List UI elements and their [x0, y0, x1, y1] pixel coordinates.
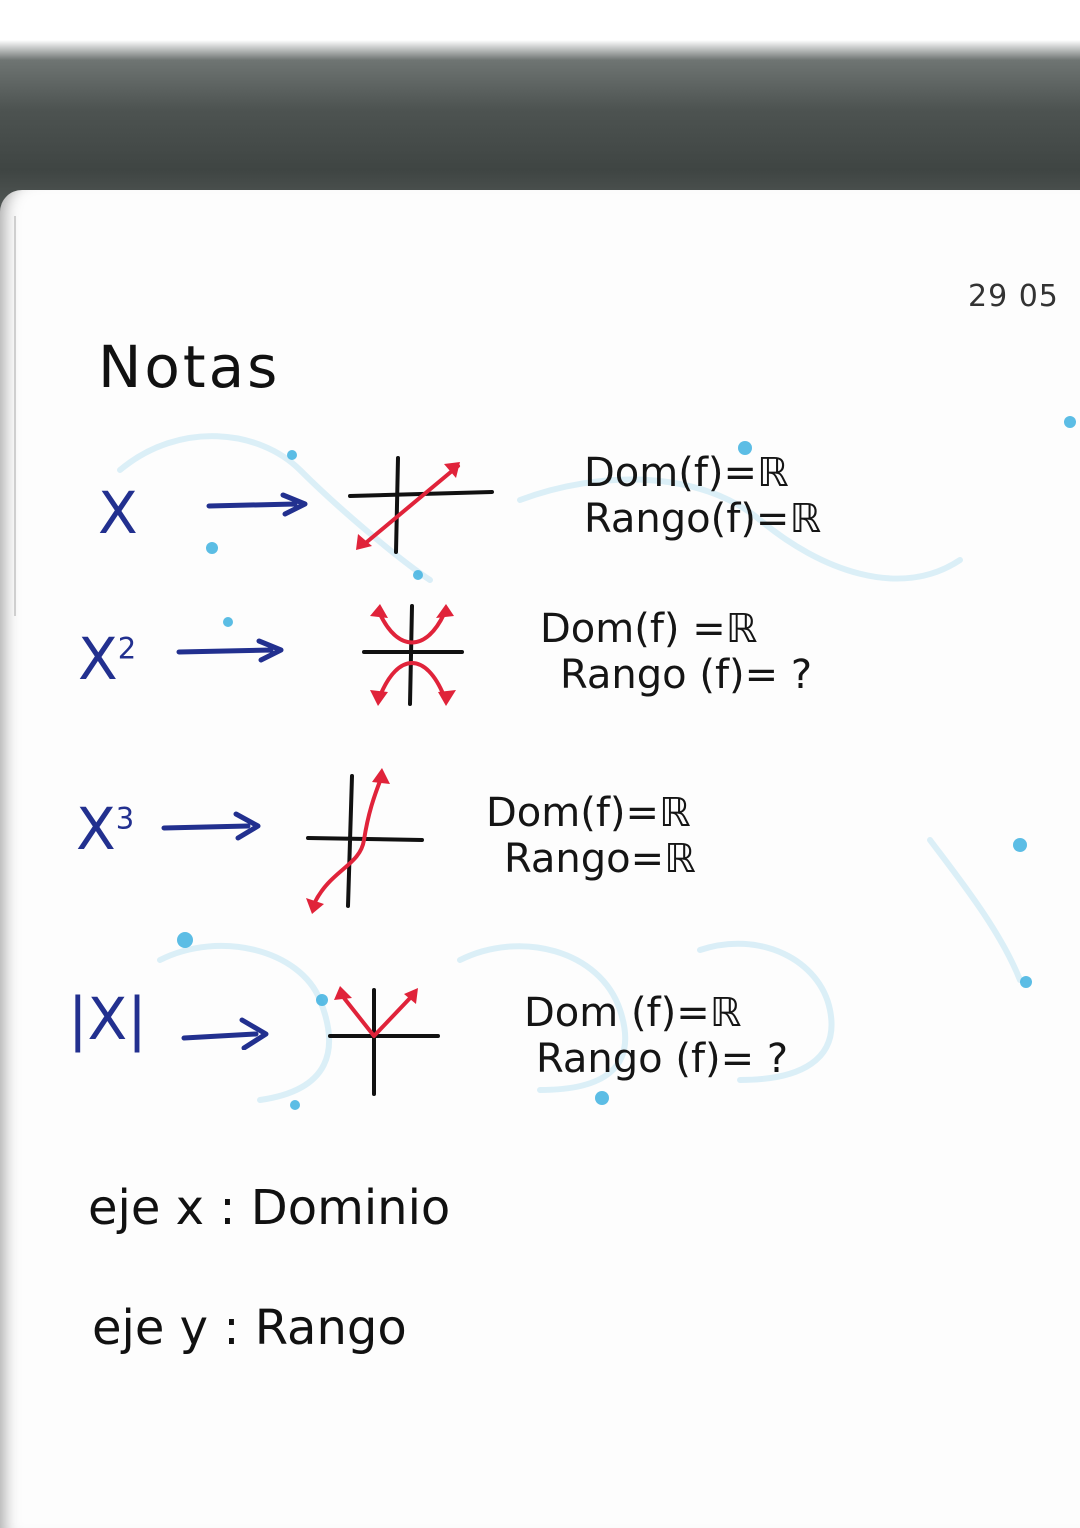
cubic-graph-icon — [306, 768, 424, 914]
arrow-icon — [161, 811, 261, 841]
domain-range-block: Dom(f) =ℝ Rango (f)= ? — [540, 606, 812, 698]
note-y-axis: eje y : Rango — [92, 1300, 407, 1356]
domain-text: Dom(f)=ℝ — [486, 790, 691, 836]
domain-range-block: Dom(f)=ℝ Rango(f)=ℝ — [584, 450, 821, 542]
identity-graph-icon — [348, 456, 494, 554]
domain-text: Dom (f)=ℝ — [524, 990, 742, 1036]
absolute-value-graph-icon — [328, 986, 440, 1096]
domain-range-block: Dom(f)=ℝ Rango=ℝ — [486, 790, 696, 882]
range-text: Rango (f)= ? — [536, 1036, 789, 1082]
parabola-graph-icon — [362, 604, 464, 706]
domain-range-block: Dom (f)=ℝ Rango (f)= ? — [524, 990, 788, 1082]
function-base: X — [76, 795, 116, 863]
arrow-icon — [181, 1017, 269, 1050]
arrow-icon — [206, 492, 308, 517]
function-base: |X| — [68, 985, 147, 1053]
note-x-axis: eje x : Dominio — [88, 1180, 451, 1236]
function-label: |X| — [68, 990, 147, 1048]
function-label: X — [98, 484, 138, 542]
date-label: 29 05 — [968, 279, 1059, 314]
function-label: X2 — [78, 630, 136, 688]
page-edge — [14, 216, 16, 616]
arrow-icon — [176, 638, 284, 663]
function-base: X — [78, 625, 118, 693]
page-title: Notas — [98, 333, 281, 401]
function-base: X — [98, 479, 138, 547]
function-label: X3 — [76, 800, 134, 858]
function-exponent: 2 — [117, 631, 137, 666]
range-text: Rango(f)=ℝ — [584, 496, 822, 542]
notebook-page — [0, 190, 1080, 1528]
function-exponent: 3 — [115, 801, 135, 836]
range-text: Rango=ℝ — [504, 836, 696, 882]
domain-text: Dom(f) =ℝ — [540, 606, 758, 652]
range-text: Rango (f)= ? — [560, 652, 813, 698]
domain-text: Dom(f)=ℝ — [584, 450, 789, 496]
